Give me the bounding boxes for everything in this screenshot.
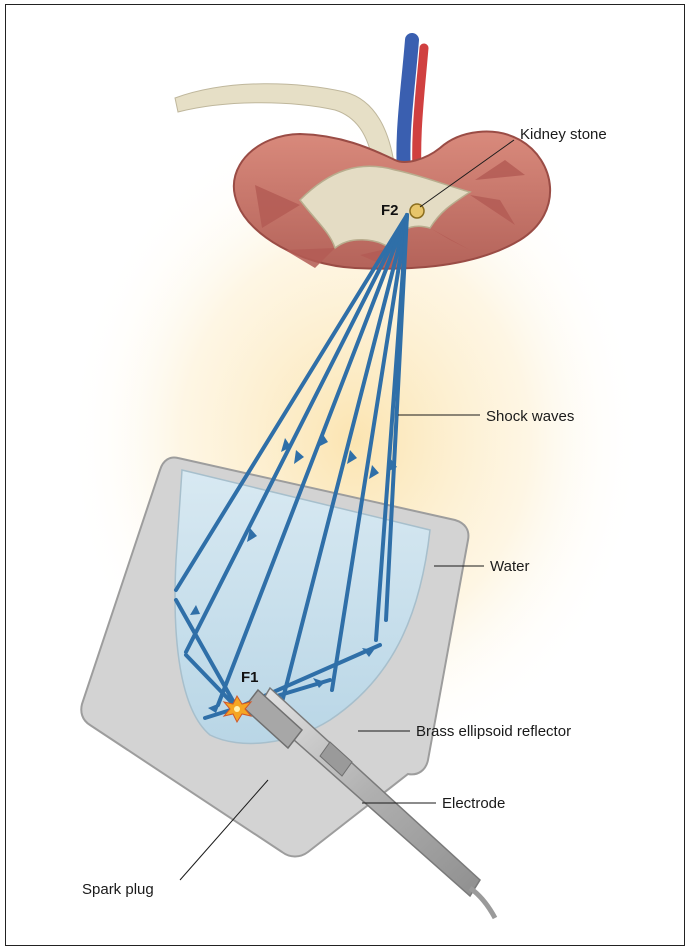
label-f1: F1	[241, 669, 259, 686]
label-reflector: Brass ellipsoid reflector	[416, 723, 571, 740]
label-electrode: Electrode	[442, 795, 505, 812]
label-kidney-stone: Kidney stone	[520, 126, 607, 143]
label-spark-plug: Spark plug	[82, 881, 154, 898]
label-shock-waves: Shock waves	[486, 408, 574, 425]
label-water: Water	[490, 558, 529, 575]
label-f2: F2	[381, 202, 399, 219]
